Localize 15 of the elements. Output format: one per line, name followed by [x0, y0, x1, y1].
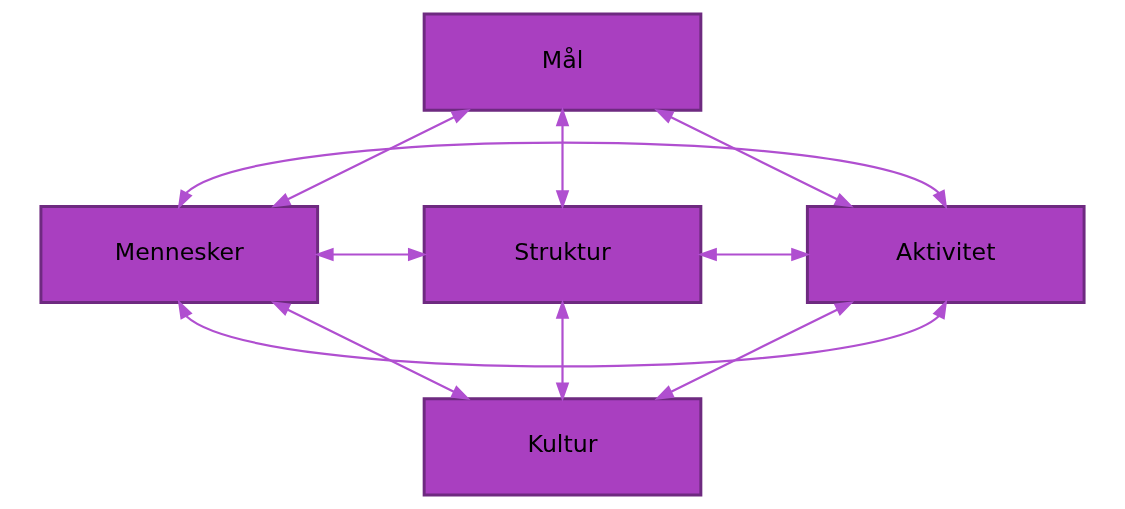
arrow — [271, 301, 471, 400]
arrow — [654, 301, 854, 400]
arrow — [555, 299, 570, 402]
arrow — [654, 108, 854, 208]
arrow — [697, 247, 811, 262]
arrow — [177, 299, 948, 368]
node-box: Aktivitet — [805, 204, 1086, 305]
node-box: Mål — [422, 12, 703, 112]
arrow — [177, 141, 948, 210]
arrow — [314, 247, 428, 262]
node-box: Kultur — [422, 397, 703, 497]
arrow — [271, 108, 471, 208]
node-box: Struktur — [422, 204, 703, 305]
arrow — [555, 107, 570, 210]
node-box: Mennesker — [39, 204, 320, 305]
